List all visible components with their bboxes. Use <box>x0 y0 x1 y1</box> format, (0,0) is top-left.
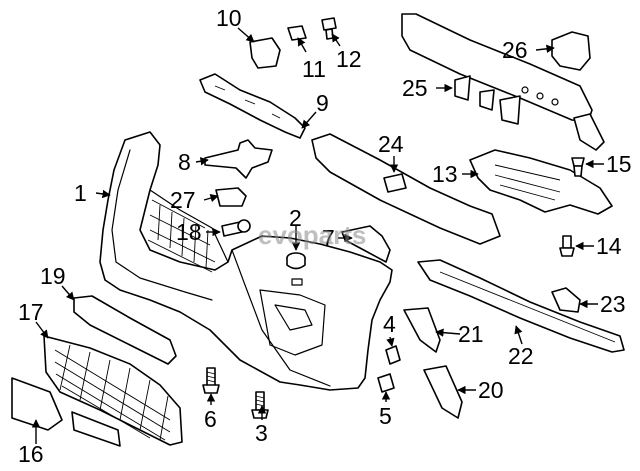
screw-3 <box>251 391 269 419</box>
fastener-15 <box>571 157 585 177</box>
upper-bracket <box>199 73 306 139</box>
callout-19: 19 <box>40 263 66 289</box>
clip-5 <box>377 373 395 393</box>
clip-bracket-23 <box>551 287 581 313</box>
bracket-26 <box>551 31 591 71</box>
callout-24: 24 <box>378 131 404 157</box>
callout-15: 15 <box>606 151 632 177</box>
callout-26: 26 <box>502 37 528 63</box>
grille-opening-pattern <box>147 199 216 273</box>
callout-3: 3 <box>255 420 268 446</box>
clip-4 <box>385 345 401 365</box>
callout-23: 23 <box>600 291 626 317</box>
callout-4: 4 <box>383 311 396 337</box>
bolt-18 <box>221 219 251 237</box>
lower-grille <box>43 335 183 446</box>
license-bracket <box>11 377 121 447</box>
screw-6 <box>202 367 220 394</box>
absorber-bracket <box>469 149 613 215</box>
callout-14: 14 <box>596 233 622 259</box>
sensor-27 <box>215 187 247 207</box>
callout-22: 22 <box>508 343 534 369</box>
grille-mesh <box>54 344 171 441</box>
callout-11: 11 <box>302 56 326 82</box>
callout-25: 25 <box>402 75 428 101</box>
callout-6: 6 <box>204 406 217 432</box>
callout-18: 18 <box>176 219 202 245</box>
watermark-logo: evoparts <box>258 220 366 250</box>
bracket-10 <box>249 37 281 69</box>
callout-16: 16 <box>18 441 44 467</box>
fastener-14 <box>559 235 575 257</box>
callout-20: 20 <box>478 377 504 403</box>
leader-lines <box>31 27 604 444</box>
callout-2: 2 <box>289 205 302 231</box>
reinforcement-bar <box>401 13 605 151</box>
energy-absorber <box>311 133 501 245</box>
callout-17: 17 <box>18 299 44 325</box>
callout-1: 1 <box>74 180 87 206</box>
callout-13: 13 <box>432 161 458 187</box>
callout-21: 21 <box>458 321 484 347</box>
lower-molding <box>73 295 177 365</box>
callout-8: 8 <box>178 149 191 175</box>
trim-20 <box>423 365 463 419</box>
callout-9: 9 <box>316 90 329 116</box>
callout-7: 7 <box>322 225 335 251</box>
callout-5: 5 <box>379 403 392 429</box>
callout-10: 10 <box>216 5 242 31</box>
callout-labels: 1 2 3 4 5 6 7 8 9 10 11 12 13 14 15 16 1… <box>18 5 632 467</box>
clip-11 <box>287 25 307 41</box>
bracket-8 <box>204 139 273 179</box>
bumper-cover <box>99 131 393 391</box>
callout-12: 12 <box>336 46 362 72</box>
lower-spoiler <box>417 259 625 353</box>
retainer-nut <box>286 252 306 270</box>
callout-27: 27 <box>170 187 196 213</box>
trim-21 <box>403 307 441 353</box>
